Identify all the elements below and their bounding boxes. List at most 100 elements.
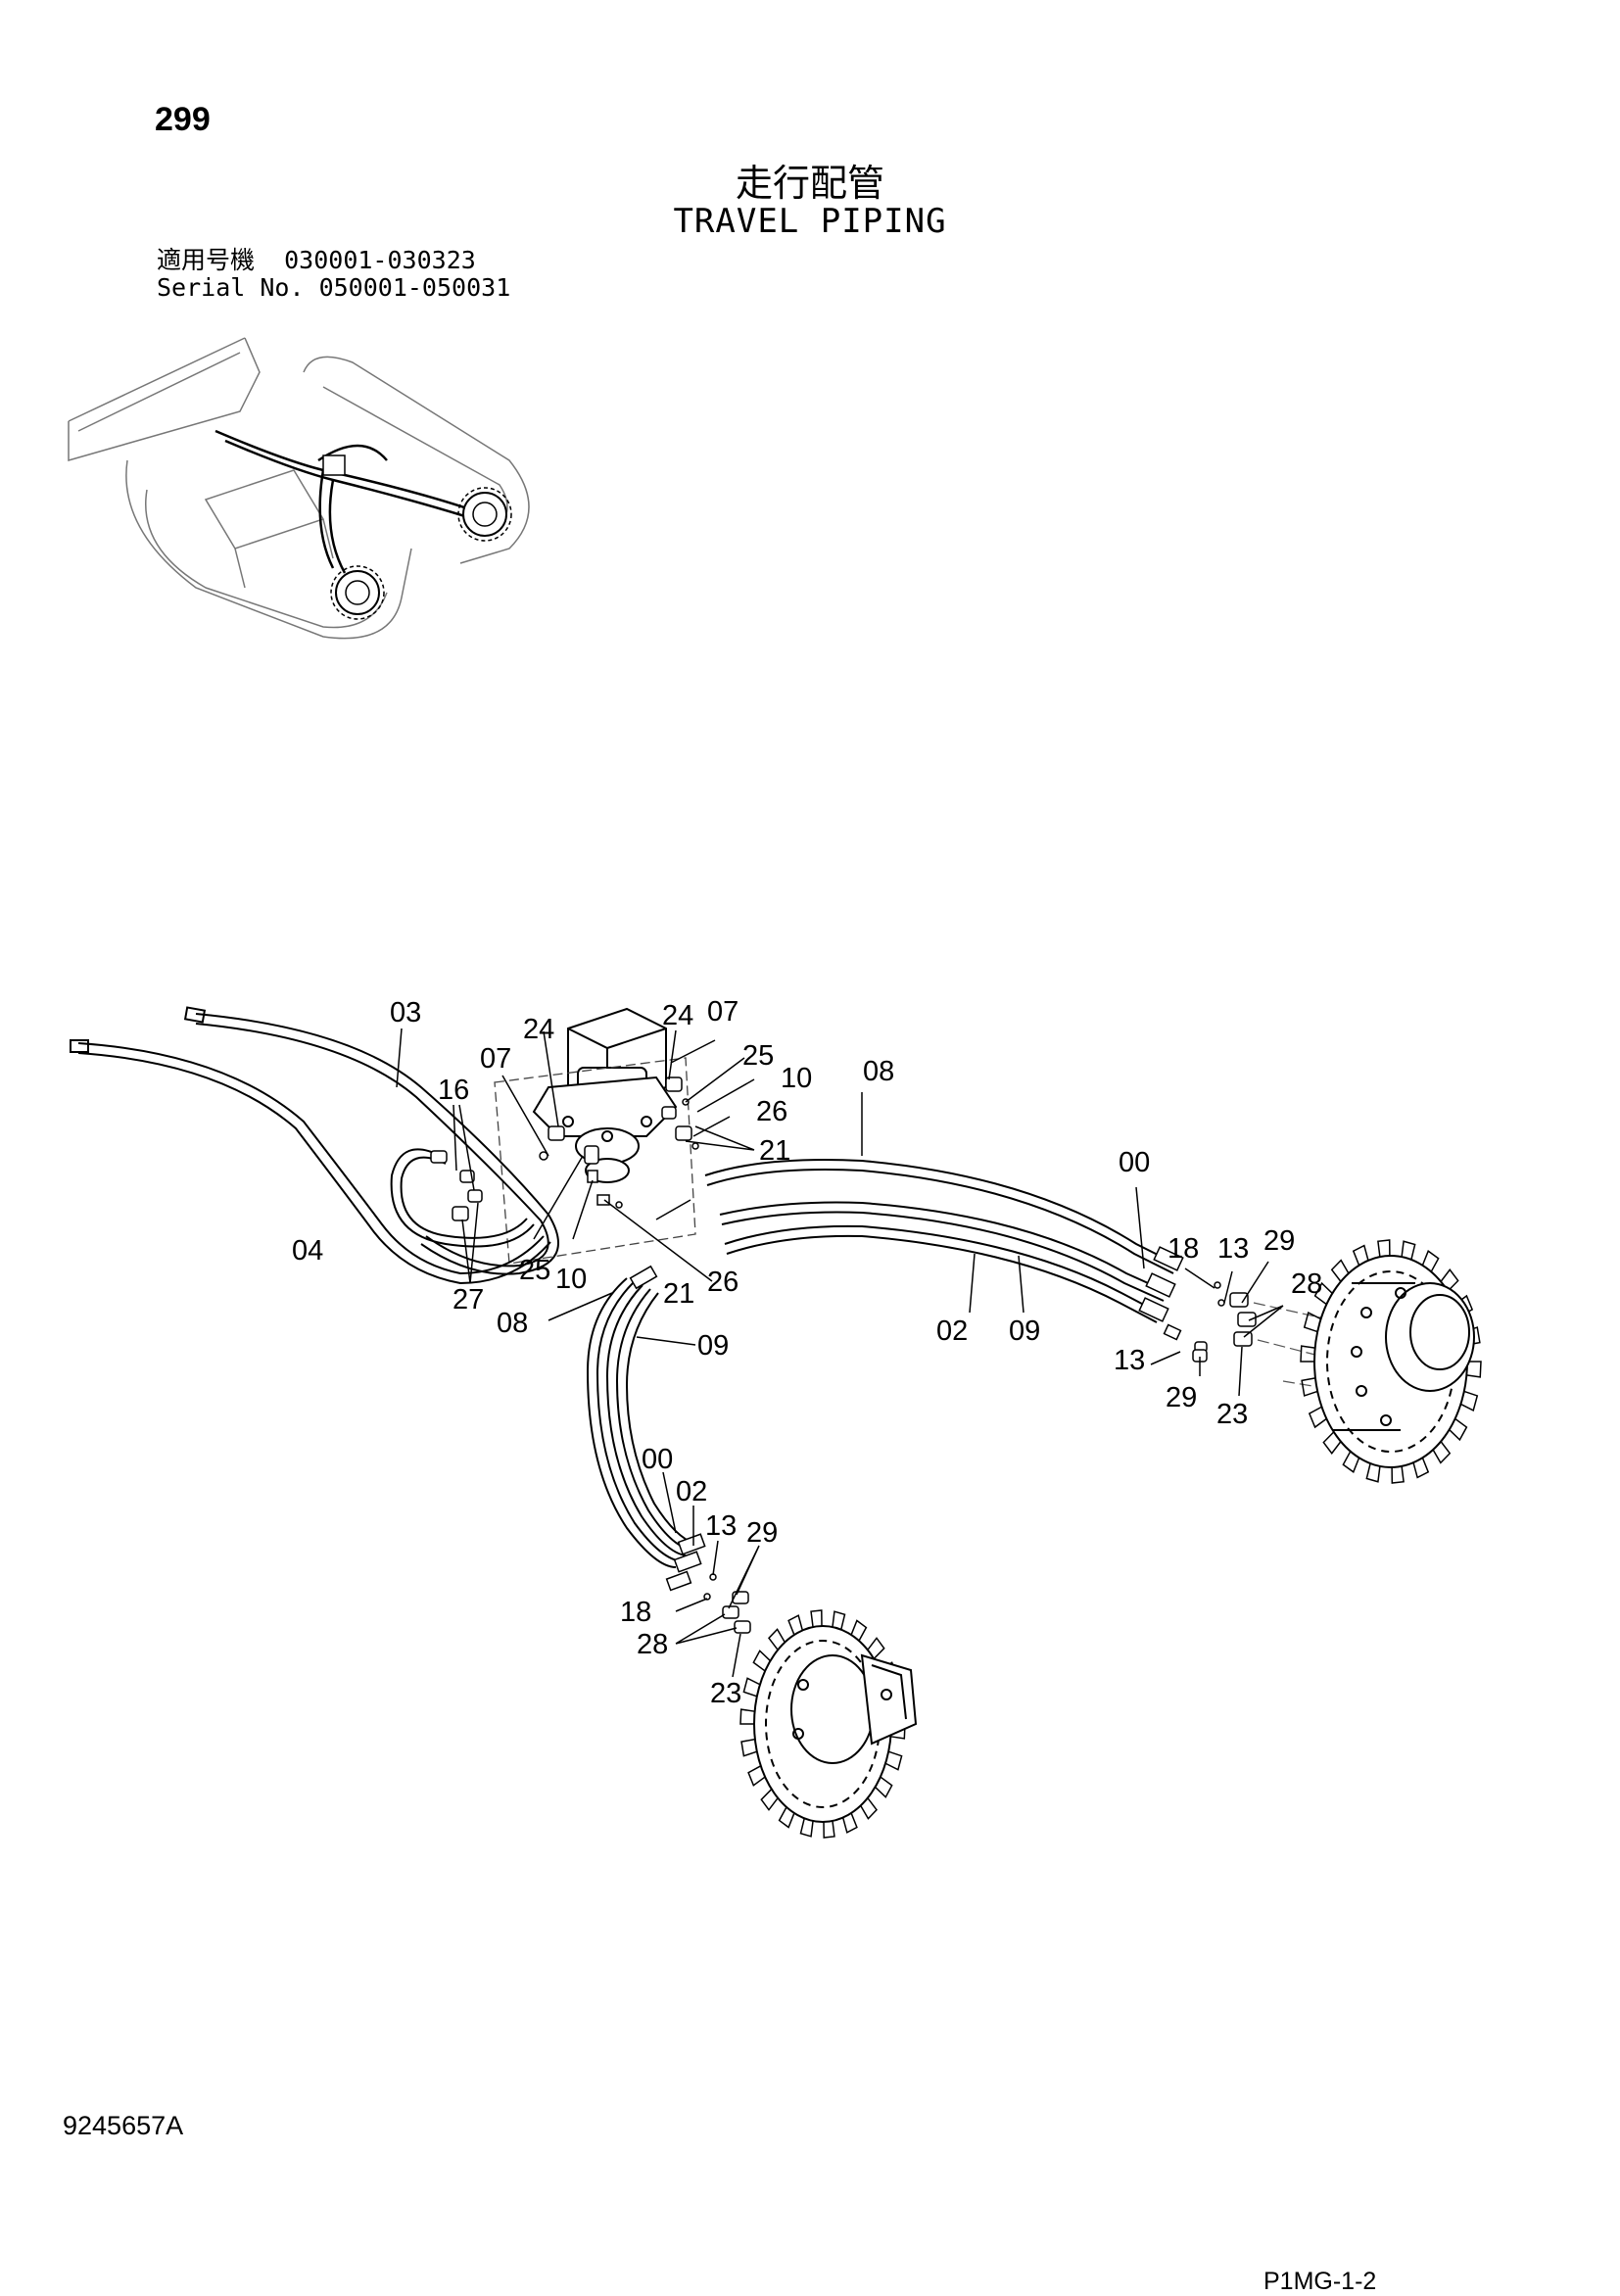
callout-09: 09 bbox=[1009, 1315, 1040, 1347]
sprocket-tooth bbox=[1401, 1240, 1416, 1261]
hose-ends-lower bbox=[629, 1265, 706, 1592]
sprocket-tooth bbox=[1308, 1406, 1327, 1429]
sprocket-tooth bbox=[739, 1708, 755, 1725]
callout-21: 21 bbox=[663, 1278, 694, 1310]
sprocket-tooth bbox=[884, 1750, 903, 1771]
sprocket-tooth bbox=[841, 1812, 858, 1834]
sprocket-tooth bbox=[742, 1677, 761, 1698]
callout-25: 25 bbox=[519, 1255, 550, 1286]
hose-04 bbox=[70, 1039, 551, 1285]
callout-29: 29 bbox=[1263, 1225, 1295, 1257]
hose-bundle-right bbox=[704, 1159, 1176, 1323]
callout-02: 02 bbox=[676, 1476, 707, 1507]
callout-10: 10 bbox=[555, 1264, 587, 1295]
sprocket-tooth bbox=[1303, 1312, 1321, 1333]
overview-inset bbox=[68, 337, 530, 640]
sprocket-tooth bbox=[1352, 1244, 1369, 1267]
inset-right-track bbox=[303, 356, 530, 564]
callout-24: 24 bbox=[662, 1000, 693, 1031]
sprocket-tooth bbox=[1330, 1259, 1350, 1282]
sprocket-tooth bbox=[1301, 1377, 1318, 1397]
serial-block: 適用号機 030001-030323 Serial No. 050001-050… bbox=[157, 247, 510, 302]
callout-18: 18 bbox=[1167, 1233, 1199, 1265]
sprocket-tooth bbox=[1313, 1281, 1333, 1306]
callout-13: 13 bbox=[1217, 1233, 1249, 1265]
leader-lines bbox=[396, 1028, 1284, 1678]
hose-bundle-lower bbox=[586, 1277, 696, 1568]
callout-04: 04 bbox=[292, 1235, 323, 1267]
callout-07: 07 bbox=[707, 996, 739, 1028]
serial-line-2: Serial No. 050001-050031 bbox=[157, 274, 510, 302]
inset-blade bbox=[68, 337, 261, 461]
callout-03: 03 bbox=[390, 997, 421, 1028]
sprocket-tooth bbox=[1342, 1451, 1360, 1473]
inset-sprocket-right bbox=[457, 487, 512, 542]
sprocket-tooth bbox=[799, 1818, 814, 1838]
callout-18: 18 bbox=[620, 1597, 651, 1628]
callout-00: 00 bbox=[642, 1444, 673, 1475]
sprocket-tooth bbox=[875, 1776, 893, 1798]
document-number: 9245657A bbox=[63, 2111, 184, 2140]
callout-25: 25 bbox=[742, 1040, 774, 1072]
sprocket-tooth bbox=[1460, 1390, 1479, 1411]
page-number: 299 bbox=[155, 101, 211, 138]
callout-27: 27 bbox=[453, 1284, 484, 1315]
callout-21: 21 bbox=[759, 1135, 790, 1167]
sprocket-tooth bbox=[768, 1628, 786, 1650]
callout-13: 13 bbox=[1114, 1345, 1145, 1376]
serial-line-1: 適用号機 030001-030323 bbox=[157, 247, 510, 274]
sprocket-tooth bbox=[1449, 1417, 1468, 1442]
fittings-center bbox=[539, 1076, 699, 1209]
callout-09: 09 bbox=[697, 1330, 729, 1362]
title-english: TRAVEL PIPING bbox=[673, 202, 947, 241]
sprocket-tooth bbox=[760, 1789, 779, 1811]
callout-labels: 03 24 24 07 07 25 10 08 16 26 21 00 04 2… bbox=[292, 996, 1322, 1709]
callout-29: 29 bbox=[746, 1517, 778, 1549]
sprocket-tooth bbox=[747, 1765, 766, 1787]
fittings-16-27 bbox=[430, 1150, 483, 1221]
sprocket-tooth bbox=[787, 1614, 804, 1636]
inset-sprocket-left bbox=[330, 565, 385, 620]
sprocket-tooth bbox=[1466, 1361, 1482, 1378]
title-japanese: 走行配管 bbox=[735, 162, 884, 205]
serial-line-2-range: 050001-050031 bbox=[318, 273, 511, 302]
serial-line-1-range: 030001-030323 bbox=[284, 246, 476, 274]
hose-inner-loop bbox=[390, 1148, 535, 1248]
callout-28: 28 bbox=[1291, 1268, 1322, 1300]
callout-28: 28 bbox=[637, 1629, 668, 1660]
callout-00: 00 bbox=[1119, 1147, 1150, 1178]
serial-line-1-label: 適用号機 bbox=[157, 246, 256, 274]
assembly-outline bbox=[494, 1057, 696, 1265]
callout-26: 26 bbox=[707, 1267, 739, 1298]
callout-07: 07 bbox=[480, 1043, 511, 1075]
sprocket-tooth bbox=[1432, 1441, 1452, 1464]
sprocket-left-teeth bbox=[739, 1609, 906, 1839]
callout-10: 10 bbox=[781, 1063, 812, 1094]
sprocket-tooth bbox=[1412, 1457, 1430, 1479]
sprocket-tooth bbox=[1300, 1345, 1315, 1363]
sprocket-tooth bbox=[740, 1738, 758, 1757]
inset-frame bbox=[204, 469, 325, 550]
page-code: P1MG-1-2 bbox=[1263, 2268, 1377, 2295]
callout-08: 08 bbox=[497, 1308, 528, 1339]
inset-left-track bbox=[125, 459, 412, 640]
callout-29: 29 bbox=[1166, 1382, 1197, 1413]
sprocket-right-teeth bbox=[1300, 1239, 1482, 1484]
inset-swivel-joint bbox=[322, 454, 346, 476]
inset-hoses bbox=[214, 429, 471, 574]
sprocket-tooth bbox=[1377, 1239, 1391, 1258]
callout-26: 26 bbox=[756, 1096, 787, 1127]
callout-23: 23 bbox=[710, 1678, 741, 1709]
sprocket-tooth bbox=[832, 1610, 846, 1630]
sprocket-tooth bbox=[1365, 1462, 1381, 1483]
callout-24: 24 bbox=[523, 1014, 554, 1045]
callout-16: 16 bbox=[438, 1075, 469, 1106]
sprocket-tooth bbox=[1391, 1465, 1405, 1484]
sprocket-tooth bbox=[867, 1637, 885, 1659]
callout-02: 02 bbox=[936, 1315, 968, 1347]
center-joint bbox=[532, 1007, 678, 1183]
sprocket-tooth bbox=[810, 1609, 823, 1628]
sprocket-tooth bbox=[1322, 1431, 1342, 1455]
fittings-right bbox=[1192, 1281, 1257, 1363]
